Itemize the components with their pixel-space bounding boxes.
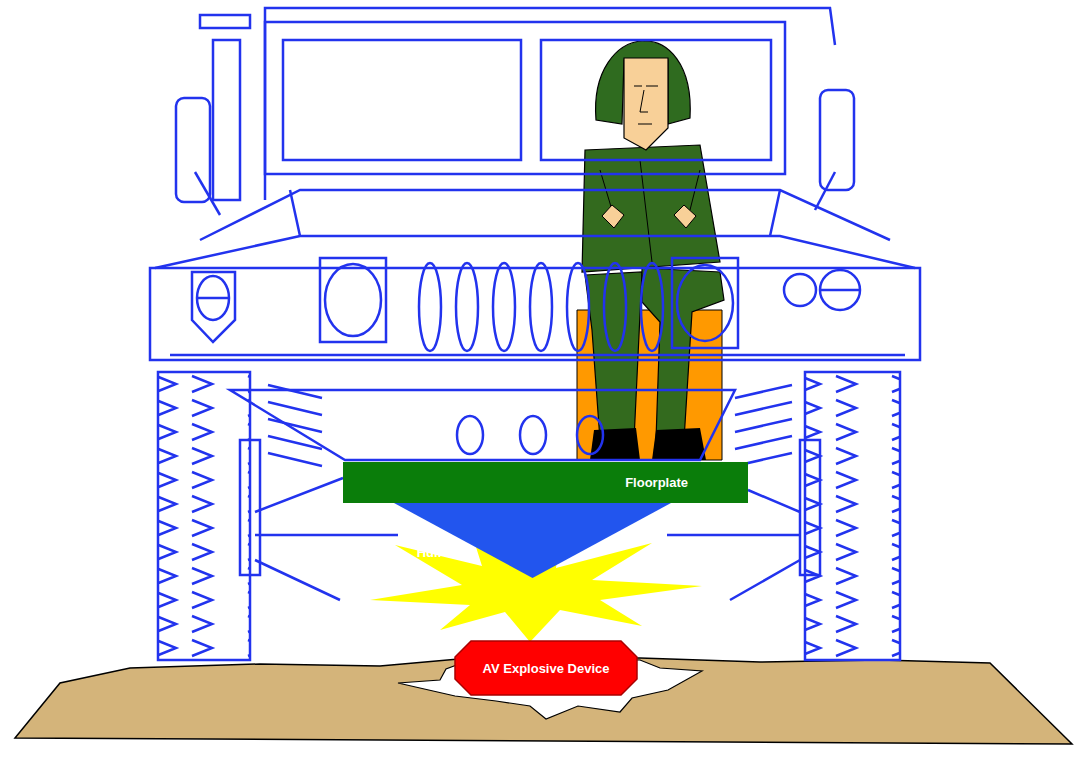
explosive-octagon: AV Explosive Device <box>455 641 637 695</box>
humvee-outline <box>150 8 920 660</box>
ground <box>15 658 1072 744</box>
explosive-octagon-fill <box>455 641 637 695</box>
soldier <box>577 41 724 460</box>
node-label: AV Explosive Device <box>483 661 610 676</box>
hull-triangle: Vehicle Hull <box>394 503 671 578</box>
node-label: Vehicle Hull <box>394 530 464 560</box>
floorplate-band: Floorplate <box>343 462 748 503</box>
hull-triangle-fill <box>394 503 671 578</box>
node-label: Floorplate <box>625 475 688 490</box>
